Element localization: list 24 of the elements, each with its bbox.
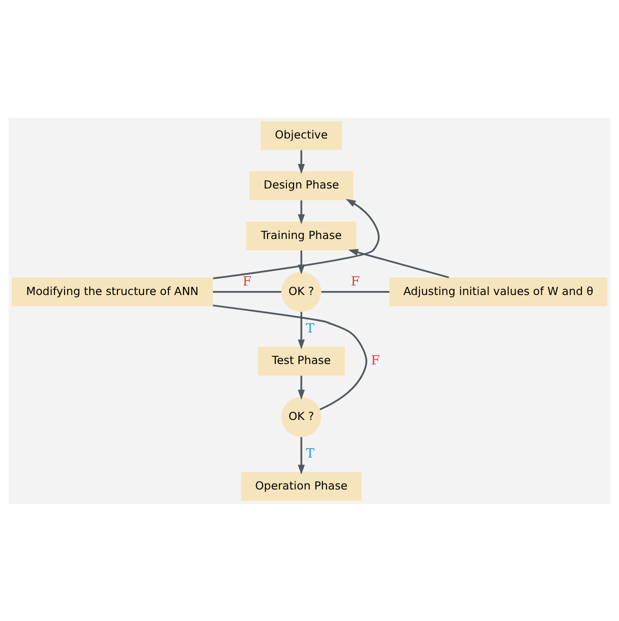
arrow (298, 436, 305, 474)
arrow (298, 311, 305, 349)
node-box: Adjusting initial values of W and θ (389, 277, 608, 306)
arrow (348, 248, 450, 278)
arrow (212, 198, 380, 279)
arrow (298, 375, 305, 400)
node-circle: OK ? (281, 396, 322, 436)
node-box: Modifying the structure of ANN (12, 277, 213, 306)
node-box: Training Phase (246, 221, 356, 250)
node-box: Operation Phase (241, 472, 362, 500)
connector (212, 290, 282, 292)
node-box: Test Phase (258, 346, 345, 376)
arrow (298, 200, 305, 224)
arrow (298, 150, 305, 174)
node-box: Objective (260, 120, 342, 150)
edge-label: F (242, 274, 252, 289)
node-box: Design Phase (249, 170, 354, 200)
edge-label: T (306, 320, 314, 336)
edge-label: F (350, 274, 360, 289)
edge-label: F (371, 352, 380, 368)
connector (321, 290, 390, 292)
edge-label: T (306, 446, 314, 462)
connector (212, 304, 368, 410)
node-circle: OK ? (281, 271, 322, 312)
